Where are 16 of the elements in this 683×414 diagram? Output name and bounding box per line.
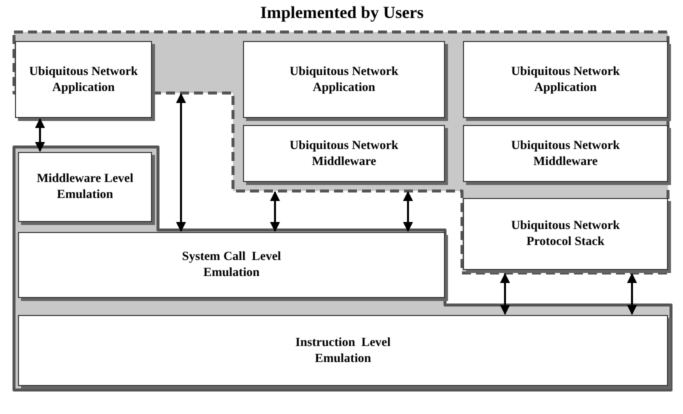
double-arrow — [176, 93, 186, 232]
double-arrow — [627, 273, 637, 315]
layer-box: Ubiquitous Network Protocol Stack — [463, 198, 668, 270]
double-arrow — [500, 273, 510, 315]
layer-box: Middleware Level Emulation — [18, 152, 152, 222]
region-heading: Implemented by Users — [259, 2, 425, 24]
layer-box: Ubiquitous Network Application — [15, 41, 152, 118]
layer-box: Ubiquitous Network Middleware — [243, 125, 445, 182]
double-arrow — [403, 191, 413, 232]
layer-box: Ubiquitous Network Application — [463, 41, 668, 118]
layer-box: Ubiquitous Network Middleware — [463, 125, 668, 182]
double-arrow — [270, 191, 280, 232]
layer-box: Ubiquitous Network Application — [243, 41, 445, 118]
layer-box: System Call Level Emulation — [18, 232, 445, 298]
double-arrow — [35, 118, 45, 152]
layer-box: Instruction Level Emulation — [18, 315, 668, 386]
